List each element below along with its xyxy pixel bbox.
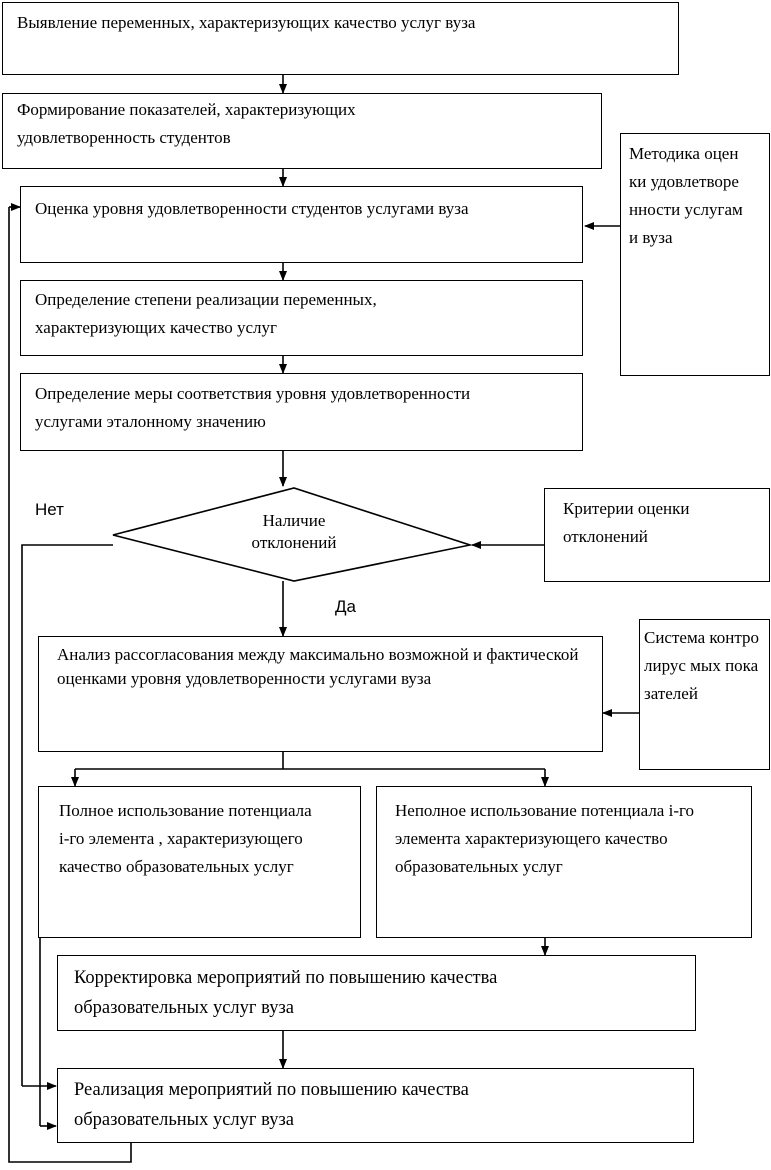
step-adjust-measures-text: Корректировка мероприятий по повышению к… [74, 968, 498, 1018]
side-methodology-text: Методика оценки удовлетворе нности услуг… [629, 144, 743, 247]
side-control-system: Система контролирус мых показателей [639, 619, 770, 770]
step-degree-realization-text: Определение степени реализации переменны… [35, 290, 377, 337]
step-partial-use-text: Неполное использование потенциала i-го э… [395, 801, 695, 876]
step-measure-conformity-text: Определение меры соответствия уровня удо… [35, 384, 471, 431]
step-degree-realization: Определение степени реализации переменны… [20, 280, 583, 356]
decision-yes-label: Да [335, 597, 356, 616]
step-adjust-measures: Корректировка мероприятий по повышению к… [57, 955, 696, 1031]
step-assess-satisfaction: Оценка уровня удовлетворенности студенто… [20, 186, 583, 263]
step-identify-variables: Выявление переменных, характеризующих ка… [2, 2, 679, 75]
step-partial-use: Неполное использование потенциала i-го э… [376, 786, 752, 938]
step-measure-conformity: Определение меры соответствия уровня удо… [20, 373, 583, 451]
side-control-system-text: Система контролирус мых показателей [644, 628, 760, 703]
step-implement-measures-text: Реализация мероприятий по повышению каче… [74, 1080, 469, 1130]
decision-text-holder: Наличие отклонений [220, 510, 368, 560]
decision-no-label: Нет [35, 500, 64, 519]
step-form-indicators: Формирование показателей, характеризующи… [2, 93, 602, 169]
step-implement-measures: Реализация мероприятий по повышению каче… [57, 1068, 694, 1143]
side-criteria-text: Критерии оценки отклонений [563, 499, 690, 546]
step-full-use: Полное использование потенциала i-го эле… [38, 786, 361, 938]
decision-diamond [112, 487, 474, 582]
step-analysis-mismatch: Анализ рассогласования между максимально… [38, 636, 603, 752]
step-assess-satisfaction-text: Оценка уровня удовлетворенности студенто… [35, 199, 469, 218]
decision-text: Наличие отклонений [251, 511, 337, 552]
step-full-use-text: Полное использование потенциала i-го эле… [59, 801, 312, 876]
step-analysis-mismatch-text: Анализ рассогласования между максимально… [57, 645, 579, 688]
step-form-indicators-text: Формирование показателей, характеризующи… [17, 100, 356, 147]
side-criteria: Критерии оценки отклонений [544, 488, 770, 582]
step-identify-variables-text: Выявление переменных, характеризующих ка… [17, 13, 476, 32]
side-methodology: Методика оценки удовлетворе нности услуг… [620, 133, 770, 376]
